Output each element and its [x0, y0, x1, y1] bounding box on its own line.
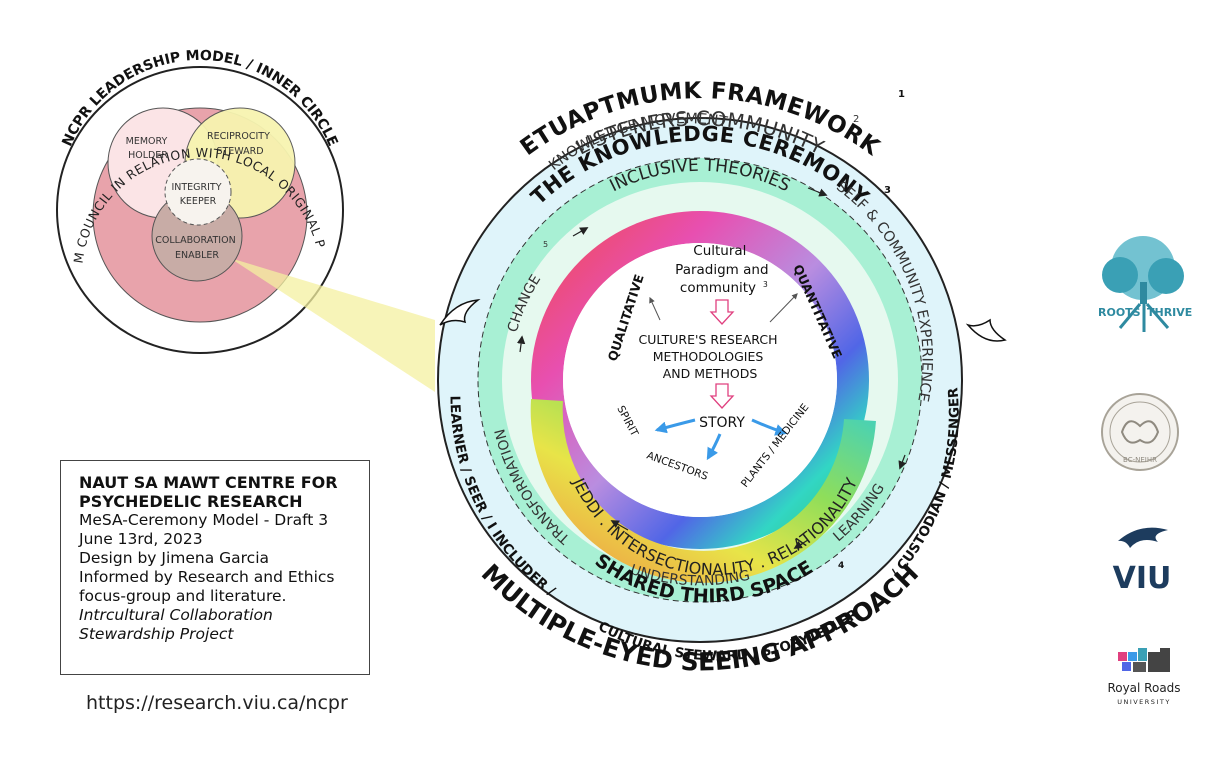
methods-label: CULTURE'S RESEARCH METHODOLOGIES AND MET…: [639, 332, 782, 381]
flow-arrow-transform-change: [516, 335, 526, 353]
flow-arrow-understanding-transform: [610, 520, 629, 531]
svg-text:Royal Roads: Royal Roads: [1107, 681, 1180, 695]
info-title-line-1: NAUT SA MAWT CENTRE FOR: [79, 473, 338, 492]
blue-arrow-spirit: [654, 418, 696, 434]
inner-circle-model: MEMORY HOLDER RECIPROCITY STEWARD INTEGR…: [0, 0, 435, 392]
info-title-line-2: PSYCHEDELIC RESEARCH: [79, 492, 303, 511]
center-disc: [563, 243, 837, 517]
svg-text:ROOTS: ROOTS: [1098, 306, 1141, 319]
royal-roads-logo: Royal Roads UNIVERSITY: [1107, 648, 1181, 706]
arrow-to-qualitative: [649, 296, 661, 321]
listeners-sup: 2: [853, 114, 859, 125]
svg-text:UNIVERSITY: UNIVERSITY: [1117, 698, 1171, 706]
pink-down-arrow-2: [709, 383, 735, 409]
reciprocity-steward-label: RECIPROCITY STEWARD: [207, 131, 273, 157]
logos-column: ROOTS THRIVE BC-NEIHR VIU Royal Roads UN…: [1098, 236, 1192, 706]
info-line-1: MeSA-Ceremony Model - Draft 3: [79, 511, 329, 529]
flow-arrow-change-knowledge: [572, 227, 589, 237]
shared-sup: 4: [838, 561, 844, 571]
framework-title-sup: 1: [898, 89, 905, 100]
svg-text:THRIVE: THRIVE: [1147, 306, 1192, 319]
info-line-4: Informed by Research and Ethics: [79, 568, 335, 586]
pink-down-arrow-1: [709, 299, 735, 325]
collaboration-enabler-label: COLLABORATION ENABLER: [155, 235, 238, 261]
flow-arrow-self-learning: [898, 454, 907, 470]
rainbow-ring: [531, 211, 869, 549]
connector-beam: [230, 258, 435, 392]
info-box: NAUT SA MAWT CENTRE FOR PSYCHEDELIC RESE…: [60, 460, 370, 675]
svg-text:VIU: VIU: [1113, 561, 1172, 596]
cultural-paradigm-label: Cultural Paradigm and community: [675, 243, 773, 296]
info-line-2: June 13rd, 2023: [79, 530, 203, 548]
viu-logo: VIU: [1113, 527, 1172, 596]
info-italic-line-2: Stewardship Project: [79, 625, 234, 643]
info-line-5: focus-group and literature.: [79, 587, 287, 605]
blue-arrow-plants: [751, 418, 788, 436]
etuaptmumk-framework-diagram: ETUAPTMUMK FRAMEWORK 1 LISTENERS COMMUNI…: [437, 78, 1007, 676]
research-url-link[interactable]: https://research.viu.ca/ncpr: [86, 692, 348, 714]
right-hollow-arrow-icon: [965, 318, 1007, 342]
integrity-keeper-label: INTEGRITY KEEPER: [171, 182, 224, 207]
arrow-to-quantitative: [769, 293, 798, 323]
ceremony-sup: 3: [884, 185, 891, 196]
left-hollow-arrow-icon: [439, 299, 481, 326]
change-sup: 5: [543, 240, 548, 249]
bc-neihr-seal-logo: BC-NEIHR: [1101, 393, 1179, 471]
blue-arrow-ancestors: [706, 433, 722, 461]
roots-thrive-logo: ROOTS THRIVE: [1098, 236, 1192, 332]
flow-arrow-learning-understanding: [793, 539, 809, 549]
story-label: STORY: [699, 415, 745, 431]
svg-text:BC-NEIHR: BC-NEIHR: [1123, 456, 1157, 464]
info-line-3: Design by Jimena Garcia: [79, 549, 270, 567]
info-italic-line-1: Intrcultural Collaboration: [79, 606, 273, 624]
cultural-sup: 3: [763, 280, 768, 289]
flow-arrow-knowledge-self: [807, 187, 828, 197]
integrity-keeper-circle: [164, 158, 232, 226]
memory-holder-label: MEMORY HOLDER: [126, 136, 171, 161]
rainbow-ring-lower: [530, 399, 876, 583]
